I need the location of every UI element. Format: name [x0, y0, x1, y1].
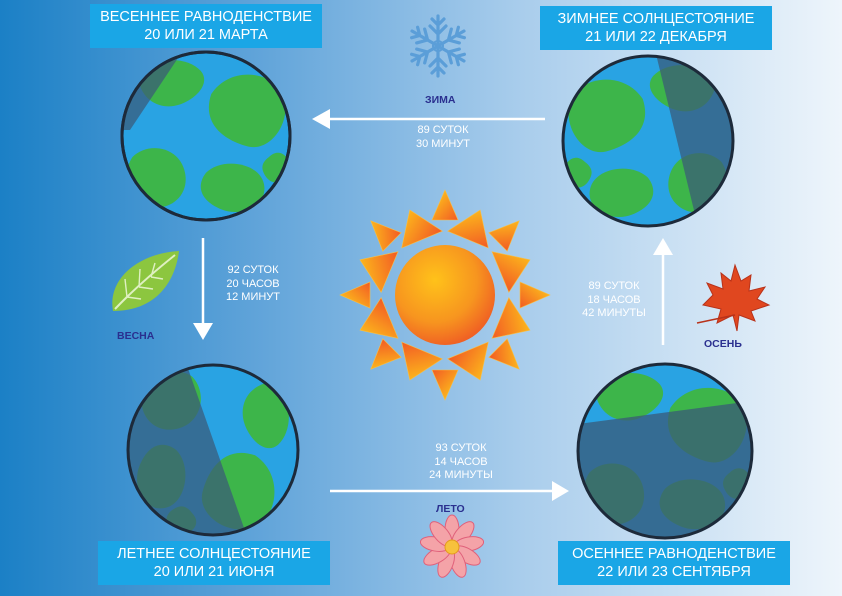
duration-line: 30 МИНУТ — [415, 137, 470, 150]
arrow-summer-to-autumn — [330, 481, 569, 501]
maple-leaf-icon — [696, 263, 771, 332]
leaf-icon — [112, 251, 179, 311]
duration-line: 20 ЧАСОВ — [226, 277, 280, 290]
summer-solstice-label: ЛЕТНЕЕ СОЛНЦЕСТОЯНИЕ 20 ИЛИ 21 ИЮНЯ — [98, 541, 330, 585]
summer-solstice-title: ЛЕТНЕЕ СОЛНЦЕСТОЯНИЕ — [117, 546, 311, 562]
arrow-spring-to-summer — [193, 238, 213, 340]
snowflake-icon — [406, 14, 470, 78]
spring-equinox-label: ВЕСЕННЕЕ РАВНОДЕНСТВИЕ 20 ИЛИ 21 МАРТА — [90, 4, 322, 48]
flower-icon — [419, 514, 485, 578]
season-name-autumn: ОСЕНЬ — [704, 338, 742, 350]
winter-solstice-title: ЗИМНЕЕ СОЛНЦЕСТОЯНИЕ — [557, 11, 755, 27]
duration-spring: 92 СУТОК 20 ЧАСОВ 12 МИНУТ — [213, 264, 293, 305]
season-name-summer: ЛЕТО — [436, 503, 465, 515]
autumn-equinox-date: 22 ИЛИ 23 СЕНТЯБРЯ — [597, 564, 751, 580]
duration-line: 89 СУТОК — [588, 280, 640, 292]
earth-winter-solstice — [561, 54, 735, 228]
summer-solstice-date: 20 ИЛИ 21 ИЮНЯ — [153, 564, 275, 580]
arrow-winter-to-spring — [312, 109, 545, 129]
duration-line: 24 МИНУТЫ — [429, 469, 493, 481]
winter-solstice-label: ЗИМНЕЕ СОЛНЦЕСТОЯНИЕ 21 ИЛИ 22 ДЕКАБРЯ — [540, 6, 772, 50]
duration-line: 89 СУТОК — [417, 124, 469, 136]
duration-line: 42 МИНУТЫ — [582, 307, 646, 319]
duration-autumn: 89 СУТОК 18 ЧАСОВ 42 МИНУТЫ — [572, 280, 656, 321]
autumn-equinox-label: ОСЕННЕЕ РАВНОДЕНСТВИЕ 22 ИЛИ 23 СЕНТЯБРЯ — [558, 541, 790, 585]
spring-equinox-date: 20 ИЛИ 21 МАРТА — [144, 27, 268, 43]
spring-equinox-title: ВЕСЕННЕЕ РАВНОДЕНСТВИЕ — [100, 9, 312, 25]
earth-summer-solstice — [126, 363, 300, 537]
season-name-spring: ВЕСНА — [117, 330, 155, 342]
duration-line: 12 МИНУТ — [225, 291, 280, 303]
winter-solstice-date: 21 ИЛИ 22 ДЕКАБРЯ — [585, 29, 727, 45]
sun — [339, 189, 551, 401]
duration-winter: 89 СУТОК 30 МИНУТ — [403, 124, 483, 151]
autumn-equinox-title: ОСЕННЕЕ РАВНОДЕНСТВИЕ — [572, 546, 776, 562]
duration-line: 93 СУТОК — [435, 442, 487, 454]
season-name-winter: ЗИМА — [425, 94, 456, 106]
earth-spring-equinox — [120, 50, 292, 222]
arrow-autumn-to-winter — [653, 238, 673, 345]
duration-line: 14 ЧАСОВ — [434, 455, 488, 468]
earth-autumn-equinox — [576, 362, 754, 540]
sun-rays — [339, 189, 551, 401]
sun-core — [395, 245, 495, 345]
duration-line: 92 СУТОК — [227, 264, 279, 276]
duration-line: 18 ЧАСОВ — [587, 293, 641, 306]
duration-summer: 93 СУТОК 14 ЧАСОВ 24 МИНУТЫ — [416, 442, 506, 483]
